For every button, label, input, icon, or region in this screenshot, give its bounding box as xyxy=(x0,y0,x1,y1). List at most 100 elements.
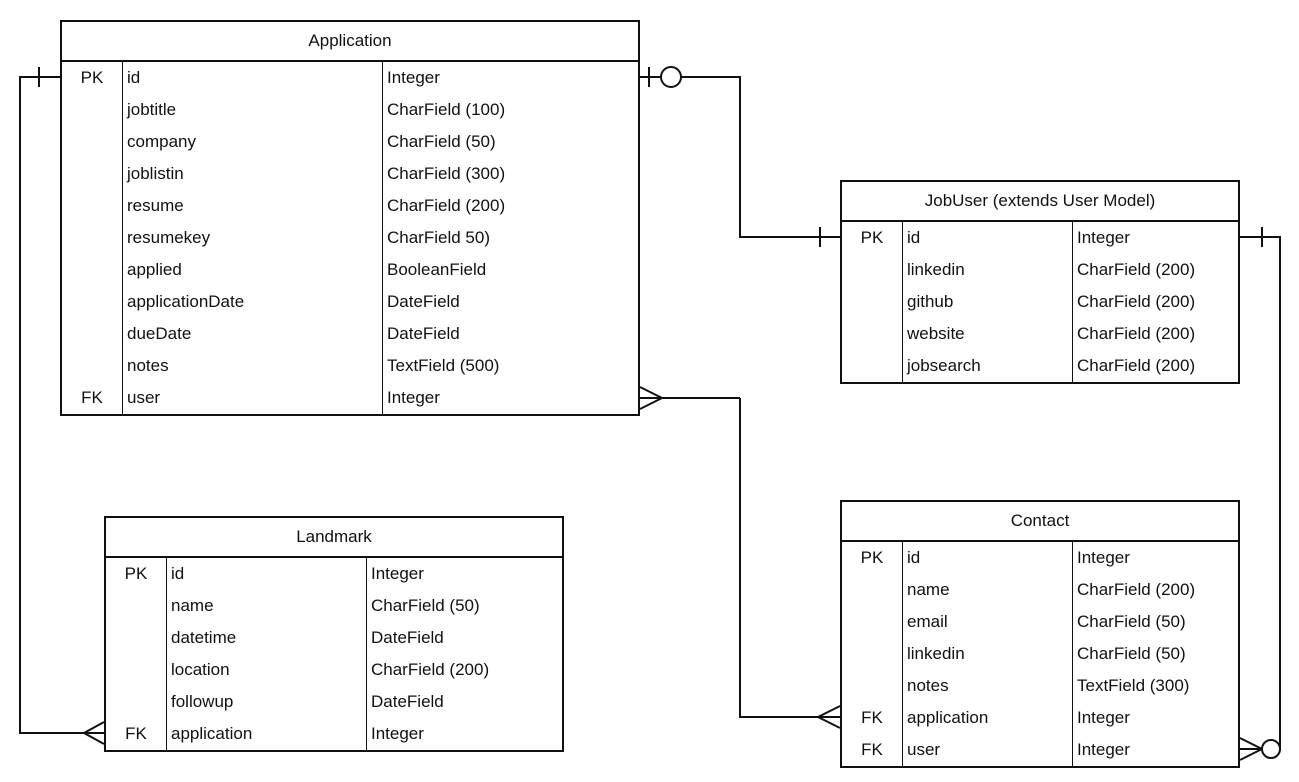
field-name: user xyxy=(127,388,161,407)
field-name: name xyxy=(907,580,950,599)
entity-field-row[interactable]: PK id Integer xyxy=(842,222,1238,254)
column-divider xyxy=(1072,222,1073,382)
entity-field-row[interactable]: joblistin CharField (300) xyxy=(62,158,638,190)
field-key: FK xyxy=(81,388,103,407)
field-type: CharField (200) xyxy=(1077,580,1196,599)
field-name: email xyxy=(907,612,948,631)
entity-field-row[interactable]: email CharField (50) xyxy=(842,606,1238,638)
entity-field-row[interactable]: datetime DateField xyxy=(106,622,562,654)
field-type: CharField (50) xyxy=(1077,612,1186,631)
field-type: Integer xyxy=(387,68,440,87)
field-type: CharField (50) xyxy=(387,132,496,151)
field-name: application xyxy=(171,724,253,743)
entity-field-row[interactable]: github CharField (200) xyxy=(842,286,1238,318)
entity-field-row[interactable]: resumekey CharField 50) xyxy=(62,222,638,254)
field-type: Integer xyxy=(1077,740,1130,759)
entity-title: Application xyxy=(62,22,638,62)
entity-field-row[interactable]: PK id Integer xyxy=(842,542,1238,574)
field-name: github xyxy=(907,292,954,311)
field-type: CharField (200) xyxy=(1077,292,1196,311)
field-name: datetime xyxy=(171,628,237,647)
field-name: followup xyxy=(171,692,234,711)
field-type: CharField (50) xyxy=(1077,644,1186,663)
connector-application-landmark xyxy=(19,67,105,745)
field-type: Integer xyxy=(387,388,440,407)
field-name: applied xyxy=(127,260,182,279)
field-name: name xyxy=(171,596,214,615)
column-divider xyxy=(166,558,167,750)
field-type: Integer xyxy=(1077,228,1130,247)
field-name: applicationDate xyxy=(127,292,245,311)
entity-field-row[interactable]: website CharField (200) xyxy=(842,318,1238,350)
entity-field-row[interactable]: applied BooleanField xyxy=(62,254,638,286)
column-divider xyxy=(1072,542,1073,766)
field-type: CharField (200) xyxy=(371,660,490,679)
field-type: TextField (500) xyxy=(387,356,500,375)
entity-field-row[interactable]: resume CharField (200) xyxy=(62,190,638,222)
field-type: Integer xyxy=(1077,708,1130,727)
entity-field-row[interactable]: FK user Integer xyxy=(62,382,638,414)
field-name: joblistin xyxy=(127,164,184,183)
field-name: notes xyxy=(907,676,949,695)
field-type: DateField xyxy=(371,628,444,647)
field-key: PK xyxy=(860,228,884,247)
connector-jobuser-contact xyxy=(1239,227,1281,761)
field-type: DateField xyxy=(371,692,444,711)
field-name: resume xyxy=(127,196,184,215)
entity-field-row[interactable]: name CharField (200) xyxy=(842,574,1238,606)
field-type: CharField (300) xyxy=(387,164,506,183)
field-type: Integer xyxy=(371,564,424,583)
field-type: CharField (200) xyxy=(1077,260,1196,279)
field-type: CharField (200) xyxy=(1077,324,1196,343)
entity-field-row[interactable]: followup DateField xyxy=(106,686,562,718)
connector-application-jobuser xyxy=(640,66,840,247)
entity-field-row[interactable]: FK application Integer xyxy=(842,702,1238,734)
field-name: id xyxy=(907,548,921,567)
field-type: CharField (200) xyxy=(387,196,506,215)
entity-field-row[interactable]: jobsearch CharField (200) xyxy=(842,350,1238,382)
column-divider xyxy=(366,558,367,750)
field-name: dueDate xyxy=(127,324,192,343)
field-type: DateField xyxy=(387,324,460,343)
field-key: PK xyxy=(860,548,884,567)
entity-field-row[interactable]: linkedin CharField (50) xyxy=(842,638,1238,670)
field-type: Integer xyxy=(1077,548,1130,567)
field-key: PK xyxy=(124,564,148,583)
entity-field-row[interactable]: dueDate DateField xyxy=(62,318,638,350)
field-type: BooleanField xyxy=(387,260,487,279)
field-name: website xyxy=(907,324,965,343)
field-type: TextField (300) xyxy=(1077,676,1190,695)
field-type: Integer xyxy=(371,724,424,743)
entity-field-row[interactable]: notes TextField (300) xyxy=(842,670,1238,702)
field-type: CharField (200) xyxy=(1077,356,1196,375)
field-name: resumekey xyxy=(127,228,211,247)
field-name: linkedin xyxy=(907,644,965,663)
field-type: CharField 50) xyxy=(387,228,490,247)
field-name: jobsearch xyxy=(907,356,981,375)
column-divider xyxy=(122,62,123,414)
field-name: location xyxy=(171,660,230,679)
field-name: id xyxy=(907,228,921,247)
entity-title: Landmark xyxy=(106,518,562,558)
connector-application-contact xyxy=(639,386,841,729)
field-name: application xyxy=(907,708,989,727)
entity-field-row[interactable]: location CharField (200) xyxy=(106,654,562,686)
column-divider xyxy=(382,62,383,414)
field-type: CharField (100) xyxy=(387,100,506,119)
field-key: FK xyxy=(861,708,883,727)
